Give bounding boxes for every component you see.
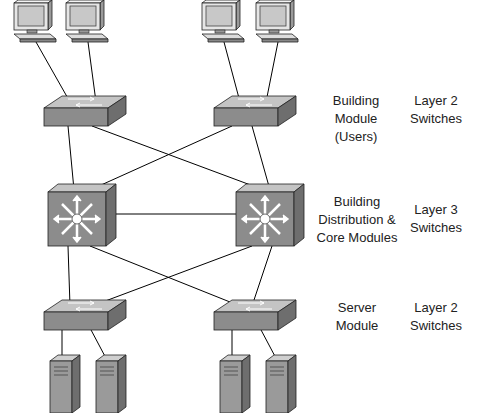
distribution-switch — [48, 184, 116, 246]
server-switch — [44, 300, 126, 330]
server-switch — [214, 300, 296, 330]
layer-label: Layer 2 Switches — [408, 299, 464, 335]
link — [88, 42, 96, 102]
server — [266, 355, 296, 413]
module-label: Building Module (Users) — [316, 92, 396, 146]
server — [220, 355, 250, 413]
user-pc — [202, 0, 244, 42]
link — [90, 126, 232, 190]
link — [252, 126, 270, 190]
link — [36, 42, 70, 102]
distribution-switch — [236, 184, 304, 246]
module-label: Building Distribution & Core Modules — [309, 193, 405, 247]
link — [266, 42, 278, 102]
layer-label: Layer 3 Switches — [408, 201, 464, 237]
link — [92, 246, 252, 306]
user-pc — [66, 0, 108, 42]
access-switch — [214, 96, 296, 126]
link — [106, 214, 236, 215]
link — [68, 126, 74, 190]
link — [252, 246, 272, 306]
link — [68, 246, 70, 306]
access-switch — [44, 96, 126, 126]
link — [224, 42, 240, 102]
server — [50, 355, 80, 413]
user-pc — [256, 0, 298, 42]
server — [96, 355, 126, 413]
layer-label: Layer 2 Switches — [408, 92, 464, 128]
user-pc — [14, 0, 56, 42]
link — [92, 126, 264, 190]
module-label: Server Module — [317, 299, 397, 335]
link — [90, 246, 240, 306]
